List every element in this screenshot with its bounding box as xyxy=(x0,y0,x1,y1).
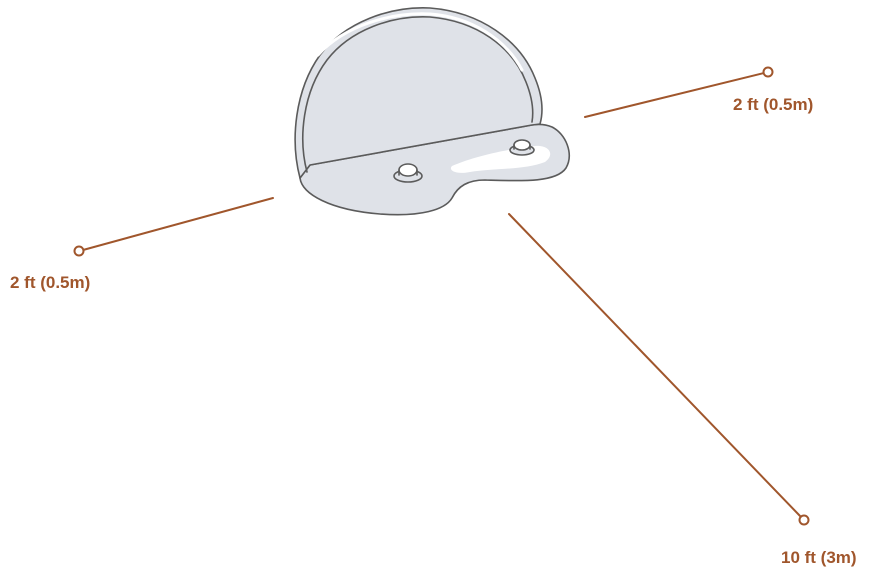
clearance-lines xyxy=(73,66,810,526)
dock-wall-rim-highlight xyxy=(316,12,524,72)
clearance-line-right xyxy=(584,72,765,118)
dock-wall-rim xyxy=(302,16,534,173)
clearance-line-front xyxy=(508,213,802,518)
clearance-label-right: 2 ft (0.5m) xyxy=(733,95,814,114)
dock-back-wall xyxy=(294,7,543,179)
clearance-label-front: 10 ft (3m) xyxy=(781,548,857,567)
clearance-endpoint-front xyxy=(798,514,810,526)
charging-dock-icon xyxy=(294,7,570,216)
clearance-endpoint-left xyxy=(73,245,85,257)
dock-base-plate xyxy=(299,123,570,216)
clearance-endpoint-right xyxy=(762,66,774,78)
clearance-label-left: 2 ft (0.5m) xyxy=(10,273,91,292)
clearance-line-left xyxy=(82,197,274,251)
charging-contact-right xyxy=(509,139,535,156)
charging-contact-left xyxy=(393,163,423,183)
